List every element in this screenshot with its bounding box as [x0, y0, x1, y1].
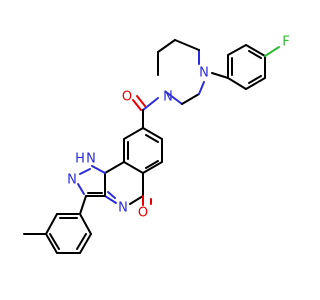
- bond: [132, 99, 142, 111]
- piperazine-nitrogen-top: N: [199, 66, 209, 81]
- bond: [76, 233, 87, 250]
- bond: [49, 233, 60, 250]
- bond: [165, 91, 183, 105]
- bond: [145, 160, 159, 169]
- fluorophenyl-ring: [227, 44, 280, 90]
- triazole-nitrogen: N: [67, 173, 77, 188]
- bond: [181, 93, 200, 105]
- bond: [248, 50, 262, 59]
- quinazolinone-oxygen: O: [138, 206, 148, 221]
- bond: [123, 127, 144, 140]
- bond: [79, 168, 91, 175]
- bond: [142, 97, 159, 111]
- amide-oxygen: O: [122, 90, 132, 105]
- triazole-ring: [77, 165, 106, 197]
- bond: [198, 81, 205, 95]
- bond: [91, 165, 106, 174]
- bond: [142, 161, 163, 174]
- bond: [104, 161, 125, 174]
- bond: [45, 213, 58, 235]
- bond: [248, 75, 262, 84]
- bond: [79, 195, 87, 215]
- benzo-ring: [123, 127, 163, 174]
- pyrimidinone-ring: [104, 161, 144, 205]
- bond: [264, 46, 280, 57]
- bond: [145, 134, 159, 143]
- bond: [245, 77, 266, 90]
- bond: [245, 44, 266, 57]
- molecule-structure-diagram: F N N O N O: [23, 35, 290, 254]
- bond: [79, 233, 92, 254]
- bond: [211, 72, 229, 79]
- nh-hydrogen: H: [75, 152, 85, 167]
- bond: [227, 77, 247, 90]
- bond: [136, 95, 146, 107]
- bond: [174, 39, 200, 51]
- bond: [142, 127, 163, 140]
- piperazine-nitrogen-bottom: N: [163, 90, 173, 105]
- fluorine-atom-label: F: [282, 35, 289, 50]
- tolyl-ring: [23, 213, 92, 254]
- bond: [123, 161, 144, 174]
- bond: [129, 195, 144, 205]
- bond: [227, 44, 247, 56]
- bond: [104, 195, 117, 204]
- bond: [107, 191, 116, 199]
- bond: [157, 39, 176, 53]
- nh-nitrogen: N: [86, 152, 96, 167]
- bond: [77, 183, 85, 195]
- bond: [79, 213, 92, 235]
- piperazine-ring: [157, 39, 205, 105]
- imine-nitrogen: N: [118, 201, 128, 216]
- bond: [45, 233, 58, 254]
